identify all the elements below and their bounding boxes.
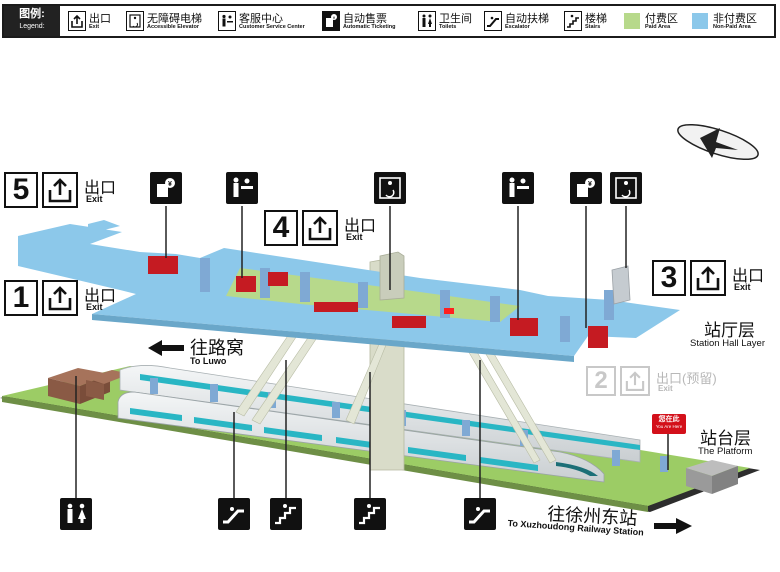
compass-icon	[677, 123, 759, 161]
escalator-icon	[223, 507, 244, 524]
non-paid-area-swatch	[692, 13, 708, 29]
legend-label-cn: 无障碍电梯	[147, 13, 202, 25]
station-hall-label-en: Station Hall Layer	[690, 338, 765, 349]
escalator-icon	[469, 507, 490, 524]
svg-text:¥: ¥	[168, 181, 172, 188]
elevator-icon	[615, 177, 637, 199]
legend-label-en: Exit	[89, 24, 100, 30]
customer-service-sign-left	[226, 172, 258, 204]
legend-label-en: Accessible Elevator	[147, 24, 199, 30]
station-hall-label-cn: 站厅层	[704, 321, 755, 340]
svg-text:¥: ¥	[588, 181, 592, 188]
ticket-machine-sign-right: ¥	[570, 172, 602, 204]
elevator-sign-right	[610, 172, 642, 204]
escalator-icon	[484, 11, 502, 31]
direction-luowo-en: To Luwo	[190, 356, 227, 366]
exit-5-label-en: Exit	[86, 194, 103, 204]
customer-service-icon	[509, 177, 529, 197]
exit-3-label-en: Exit	[734, 282, 751, 292]
you-are-here-en: You Are Here	[655, 424, 683, 429]
elevator-icon	[126, 11, 144, 31]
arrow-right-icon	[654, 518, 692, 534]
legend-label-en: Non-Paid Area	[713, 24, 751, 30]
platform-label-en: The Platform	[698, 446, 753, 457]
legend-label-cn: 楼梯	[585, 13, 607, 25]
arrow-left-icon	[148, 340, 184, 356]
legend-label-en: Toilets	[439, 24, 457, 30]
customer-service-icon	[233, 177, 253, 197]
exit-1-label-en: Exit	[86, 302, 103, 312]
exit-4-icon	[302, 210, 338, 246]
legend-label-cn: 客服中心	[239, 13, 283, 25]
exit-2-label-en: Exit	[658, 384, 673, 393]
legend-label-en: Stairs	[585, 24, 601, 30]
red-gates	[148, 256, 608, 348]
exit-3-icon	[690, 260, 726, 296]
svg-text:¥: ¥	[333, 15, 336, 20]
exit-5-label-cn: 出口	[84, 180, 117, 197]
stairs-sign-right	[354, 498, 386, 530]
legend-label-en: Automatic Ticketing	[343, 24, 396, 30]
hall-columns	[200, 251, 631, 342]
exit-4-number: 4	[264, 210, 298, 246]
stairs-sign-left	[270, 498, 302, 530]
elevator-sign-center	[374, 172, 406, 204]
paid-area-swatch	[624, 13, 640, 29]
escalator-sign-left	[218, 498, 250, 530]
legend-title: 图例: Legend:	[4, 6, 60, 36]
exit-5-number: 5	[4, 172, 38, 208]
legend-title-en: Legend:	[19, 23, 45, 30]
legend-label-cn: 付费区	[645, 13, 678, 25]
ticket-machine-icon: ¥	[157, 178, 175, 197]
ticket-machine-icon: ¥	[322, 11, 340, 31]
exit-3-label-cn: 出口	[732, 268, 765, 285]
legend-label-cn: 非付费区	[713, 13, 757, 25]
exit-1-label-cn: 出口	[84, 288, 117, 305]
stairs-icon	[275, 504, 296, 525]
customer-service-icon	[218, 11, 236, 31]
toilet-icon	[67, 503, 86, 523]
stairs-icon	[564, 11, 582, 31]
legend-title-cn: 图例:	[19, 8, 45, 20]
legend-label-cn: 自动售票	[343, 13, 387, 25]
exit-1-icon	[42, 280, 78, 316]
elevator-icon	[379, 177, 401, 199]
escalator-sign-right	[464, 498, 496, 530]
ticket-machine-icon: ¥	[577, 178, 595, 197]
legend-label-en: Customer Service Center	[239, 24, 305, 30]
sign-poles	[75, 206, 669, 498]
toilet-sign	[60, 498, 92, 530]
stairs-icon	[359, 504, 380, 525]
exit-2-icon	[620, 366, 650, 396]
legend-label-en: Escalator	[505, 24, 530, 30]
exit-2-label-cn: 出口(预留)	[656, 371, 717, 386]
exit-4-label-cn: 出口	[344, 218, 377, 235]
legend-label-cn: 出口	[89, 13, 111, 25]
you-are-here-cn: 您在此	[658, 416, 680, 423]
legend-bar: 图例: Legend: 出口 Exit 无障碍电梯 Accessible Ele…	[2, 4, 776, 38]
legend-label-cn: 自动扶梯	[505, 13, 549, 25]
exit-3-number: 3	[652, 260, 686, 296]
legend-label-cn: 卫生间	[439, 13, 472, 25]
legend-label-en: Paid Area	[645, 24, 671, 30]
platform-label-cn: 站台层	[700, 429, 751, 448]
exit-4-label-en: Exit	[346, 232, 363, 242]
you-are-here-marker: 您在此 You Are Here	[652, 414, 686, 434]
exit-5-icon	[42, 172, 78, 208]
customer-service-sign-right	[502, 172, 534, 204]
exit-icon	[68, 11, 86, 31]
exit-1-number: 1	[4, 280, 38, 316]
ticket-machine-sign-left: ¥	[150, 172, 182, 204]
toilet-icon	[418, 11, 436, 31]
exit-2-number: 2	[586, 366, 616, 396]
direction-luowo-cn: 往路窝	[190, 338, 244, 358]
